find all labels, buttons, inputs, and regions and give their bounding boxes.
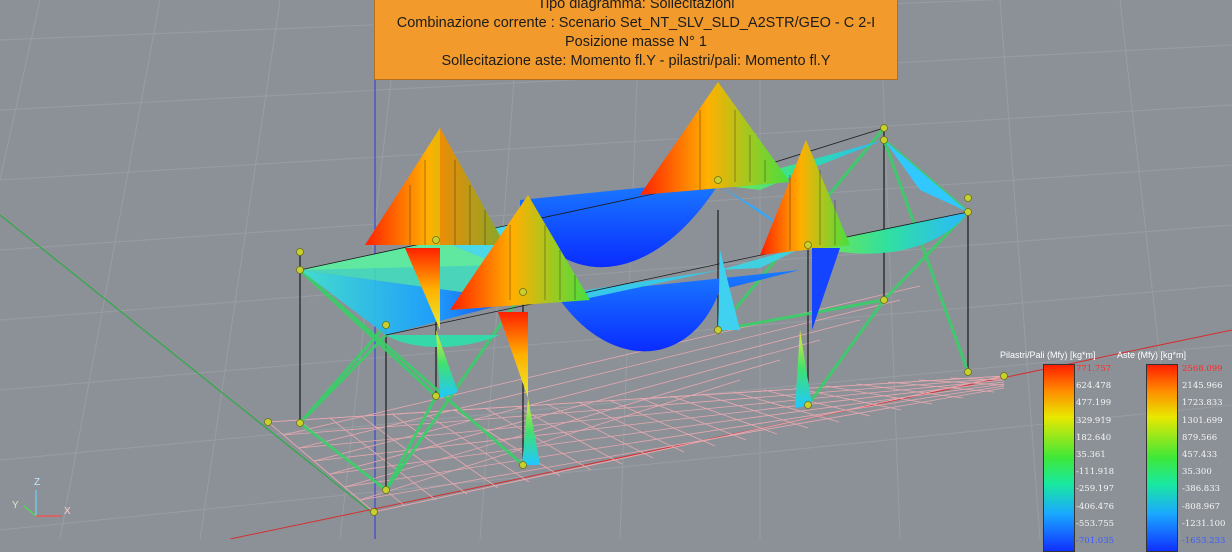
legend-aste-color-bar	[1146, 364, 1178, 552]
legend-pilastri-value: 771.757	[1076, 364, 1112, 374]
axis-y-label: Y	[12, 500, 19, 511]
combination-text: Combinazione corrente : Scenario Set_NT_…	[396, 15, 876, 31]
column-moment-diagrams	[365, 82, 850, 465]
legend-pilastri-value: 624.478	[1076, 381, 1112, 392]
legend-pilastri-value: -259.197	[1076, 484, 1115, 495]
legend-aste-value: 879.566	[1182, 432, 1218, 443]
legend-pilastri-value: 35.361	[1076, 450, 1106, 460]
legend-pilastri-color-bar	[1043, 364, 1075, 552]
axis-triad	[23, 490, 62, 517]
legend-aste-value: -1231.100	[1182, 518, 1226, 529]
legend-pilastri-value: -111.918	[1076, 467, 1115, 478]
legend-pilastri-title: Pilastri/Pali (Mfy) [kg*m]	[1000, 350, 1096, 360]
diagram-info-box: Tipo diagramma: Sollecitazioni Combinazi…	[374, 0, 898, 80]
diagram-type-text: Tipo diagramma: Sollecitazioni	[537, 0, 735, 12]
stress-type-text: Sollecitazione aste: Momento fl.Y - pila…	[441, 53, 831, 69]
legend-aste-value: 35.300	[1182, 467, 1212, 478]
mass-position-text: Posizione masse N° 1	[565, 34, 707, 50]
legend-aste-value: 457.433	[1182, 450, 1218, 460]
structure-members	[298, 127, 970, 492]
legend-aste-title: Aste (Mfy) [kg*m]	[1117, 350, 1187, 360]
3d-viewport[interactable]	[0, 0, 1232, 539]
axis-x-label: X	[64, 506, 71, 517]
legend-aste-value: 2568.099	[1182, 364, 1223, 374]
legend-aste-value: -386.833	[1182, 484, 1221, 495]
legend-aste-value: -808.967	[1182, 501, 1221, 512]
axis-z-label: Z	[34, 477, 41, 488]
legend-aste-value: 1723.833	[1182, 398, 1223, 409]
legend-aste-value: 2145.966	[1182, 381, 1223, 392]
legend-pilastri-value: 329.919	[1076, 415, 1112, 426]
legend-aste-value: 1301.699	[1182, 415, 1223, 426]
legend-pilastri-value: 477.199	[1076, 398, 1112, 409]
legend-aste-value: -1653.233	[1182, 536, 1226, 546]
structure-nodes	[264, 124, 1008, 516]
legend-pilastri-value: -701.035	[1076, 536, 1115, 546]
legend-pilastri-value: 182.640	[1076, 432, 1112, 443]
legend-pilastri-value: -406.476	[1076, 501, 1115, 512]
legend-pilastri-value: -553.755	[1076, 518, 1115, 529]
foundation-grid	[266, 285, 1005, 513]
